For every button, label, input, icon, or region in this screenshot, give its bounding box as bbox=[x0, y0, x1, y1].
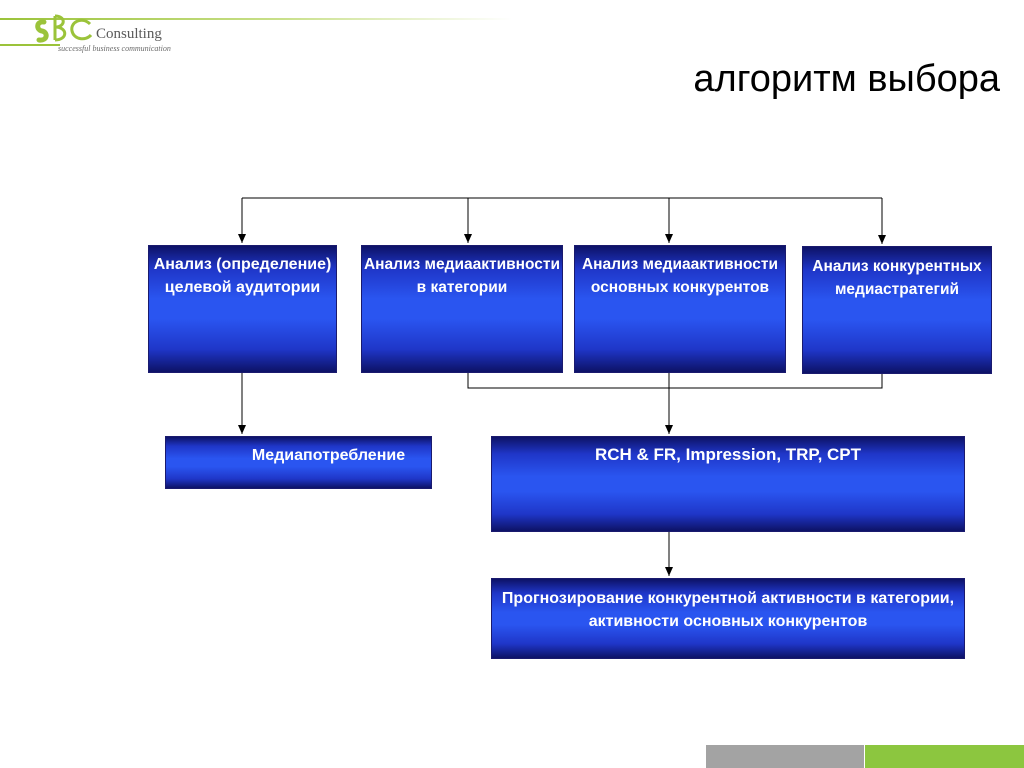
box-metrics: RCH & FR, Impression, TRP, CPT bbox=[491, 436, 965, 532]
sbc-logo-mark bbox=[35, 14, 93, 43]
logo-name: Consulting bbox=[96, 26, 162, 42]
logo-tagline: successful business communication bbox=[58, 44, 171, 53]
box-category-activity: Анализ медиаактивности в категории bbox=[361, 245, 563, 373]
box-competitor-activity: Анализ медиаактивности основных конкурен… bbox=[574, 245, 786, 373]
company-logo: Consulting successful business communica… bbox=[0, 0, 520, 70]
footer-bar-gray bbox=[706, 745, 864, 768]
box-target-audience: Анализ (определение) целевой аудитории bbox=[148, 245, 337, 373]
merge-bracket bbox=[467, 372, 883, 389]
footer-bar-green bbox=[865, 745, 1024, 768]
box-competitor-strategies: Анализ конкурентных медиастратегий bbox=[802, 246, 992, 374]
box-forecast: Прогнозирование конкурентной активности … bbox=[491, 578, 965, 659]
box-media-consumption: Медиапотребление bbox=[165, 436, 432, 489]
page-title: алгоритм выбора bbox=[693, 58, 1000, 100]
logo-underline bbox=[0, 44, 60, 46]
logo-rule bbox=[0, 18, 512, 20]
